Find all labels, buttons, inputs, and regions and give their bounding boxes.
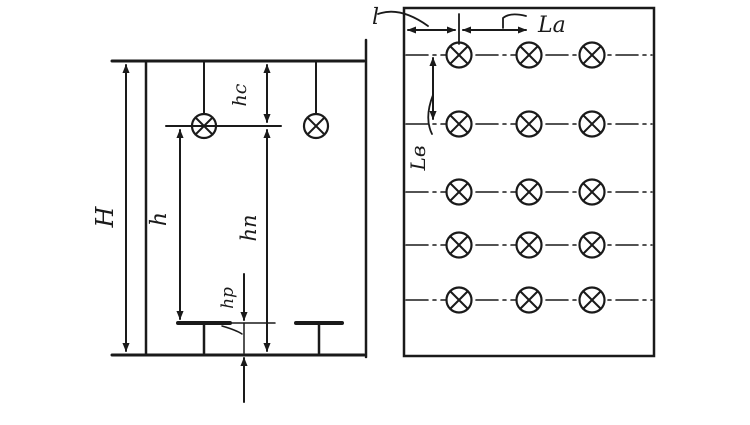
label-Lb: Lв xyxy=(406,146,430,172)
label-hc: hc xyxy=(229,83,251,106)
label-h: h xyxy=(147,212,172,226)
plan-view xyxy=(377,6,656,358)
label-H: H xyxy=(91,205,119,228)
l-leader xyxy=(377,10,429,27)
La-leader xyxy=(502,13,527,29)
luminaire-icon xyxy=(515,231,543,259)
luminaire-icon xyxy=(515,286,543,314)
room-outline xyxy=(402,6,656,358)
luminaire-icon xyxy=(302,112,330,140)
luminaire-icon xyxy=(445,286,473,314)
luminaire-icon xyxy=(515,178,543,206)
Lb-leader xyxy=(427,94,434,135)
luminaire-icon xyxy=(445,110,473,138)
work-surface-1 xyxy=(176,321,232,355)
label-La: La xyxy=(537,13,566,38)
luminaire-icon xyxy=(445,231,473,259)
luminaire-icon xyxy=(578,178,606,206)
label-hn: hп xyxy=(237,214,261,241)
luminaire-icon xyxy=(515,110,543,138)
label-hp: hp xyxy=(218,287,238,309)
luminaire-icon xyxy=(578,110,606,138)
luminaire-rows xyxy=(405,54,653,301)
luminaire-grid xyxy=(445,41,606,314)
section-view xyxy=(110,38,368,403)
luminaire-icon xyxy=(578,286,606,314)
luminaire-icon xyxy=(445,178,473,206)
hp-leader xyxy=(221,325,243,335)
work-surface-2 xyxy=(294,321,344,355)
luminaire-icon xyxy=(515,41,543,69)
luminaire-icon xyxy=(578,41,606,69)
luminaire-icon xyxy=(445,41,473,69)
label-l: l xyxy=(372,5,379,30)
luminaire-icon xyxy=(578,231,606,259)
